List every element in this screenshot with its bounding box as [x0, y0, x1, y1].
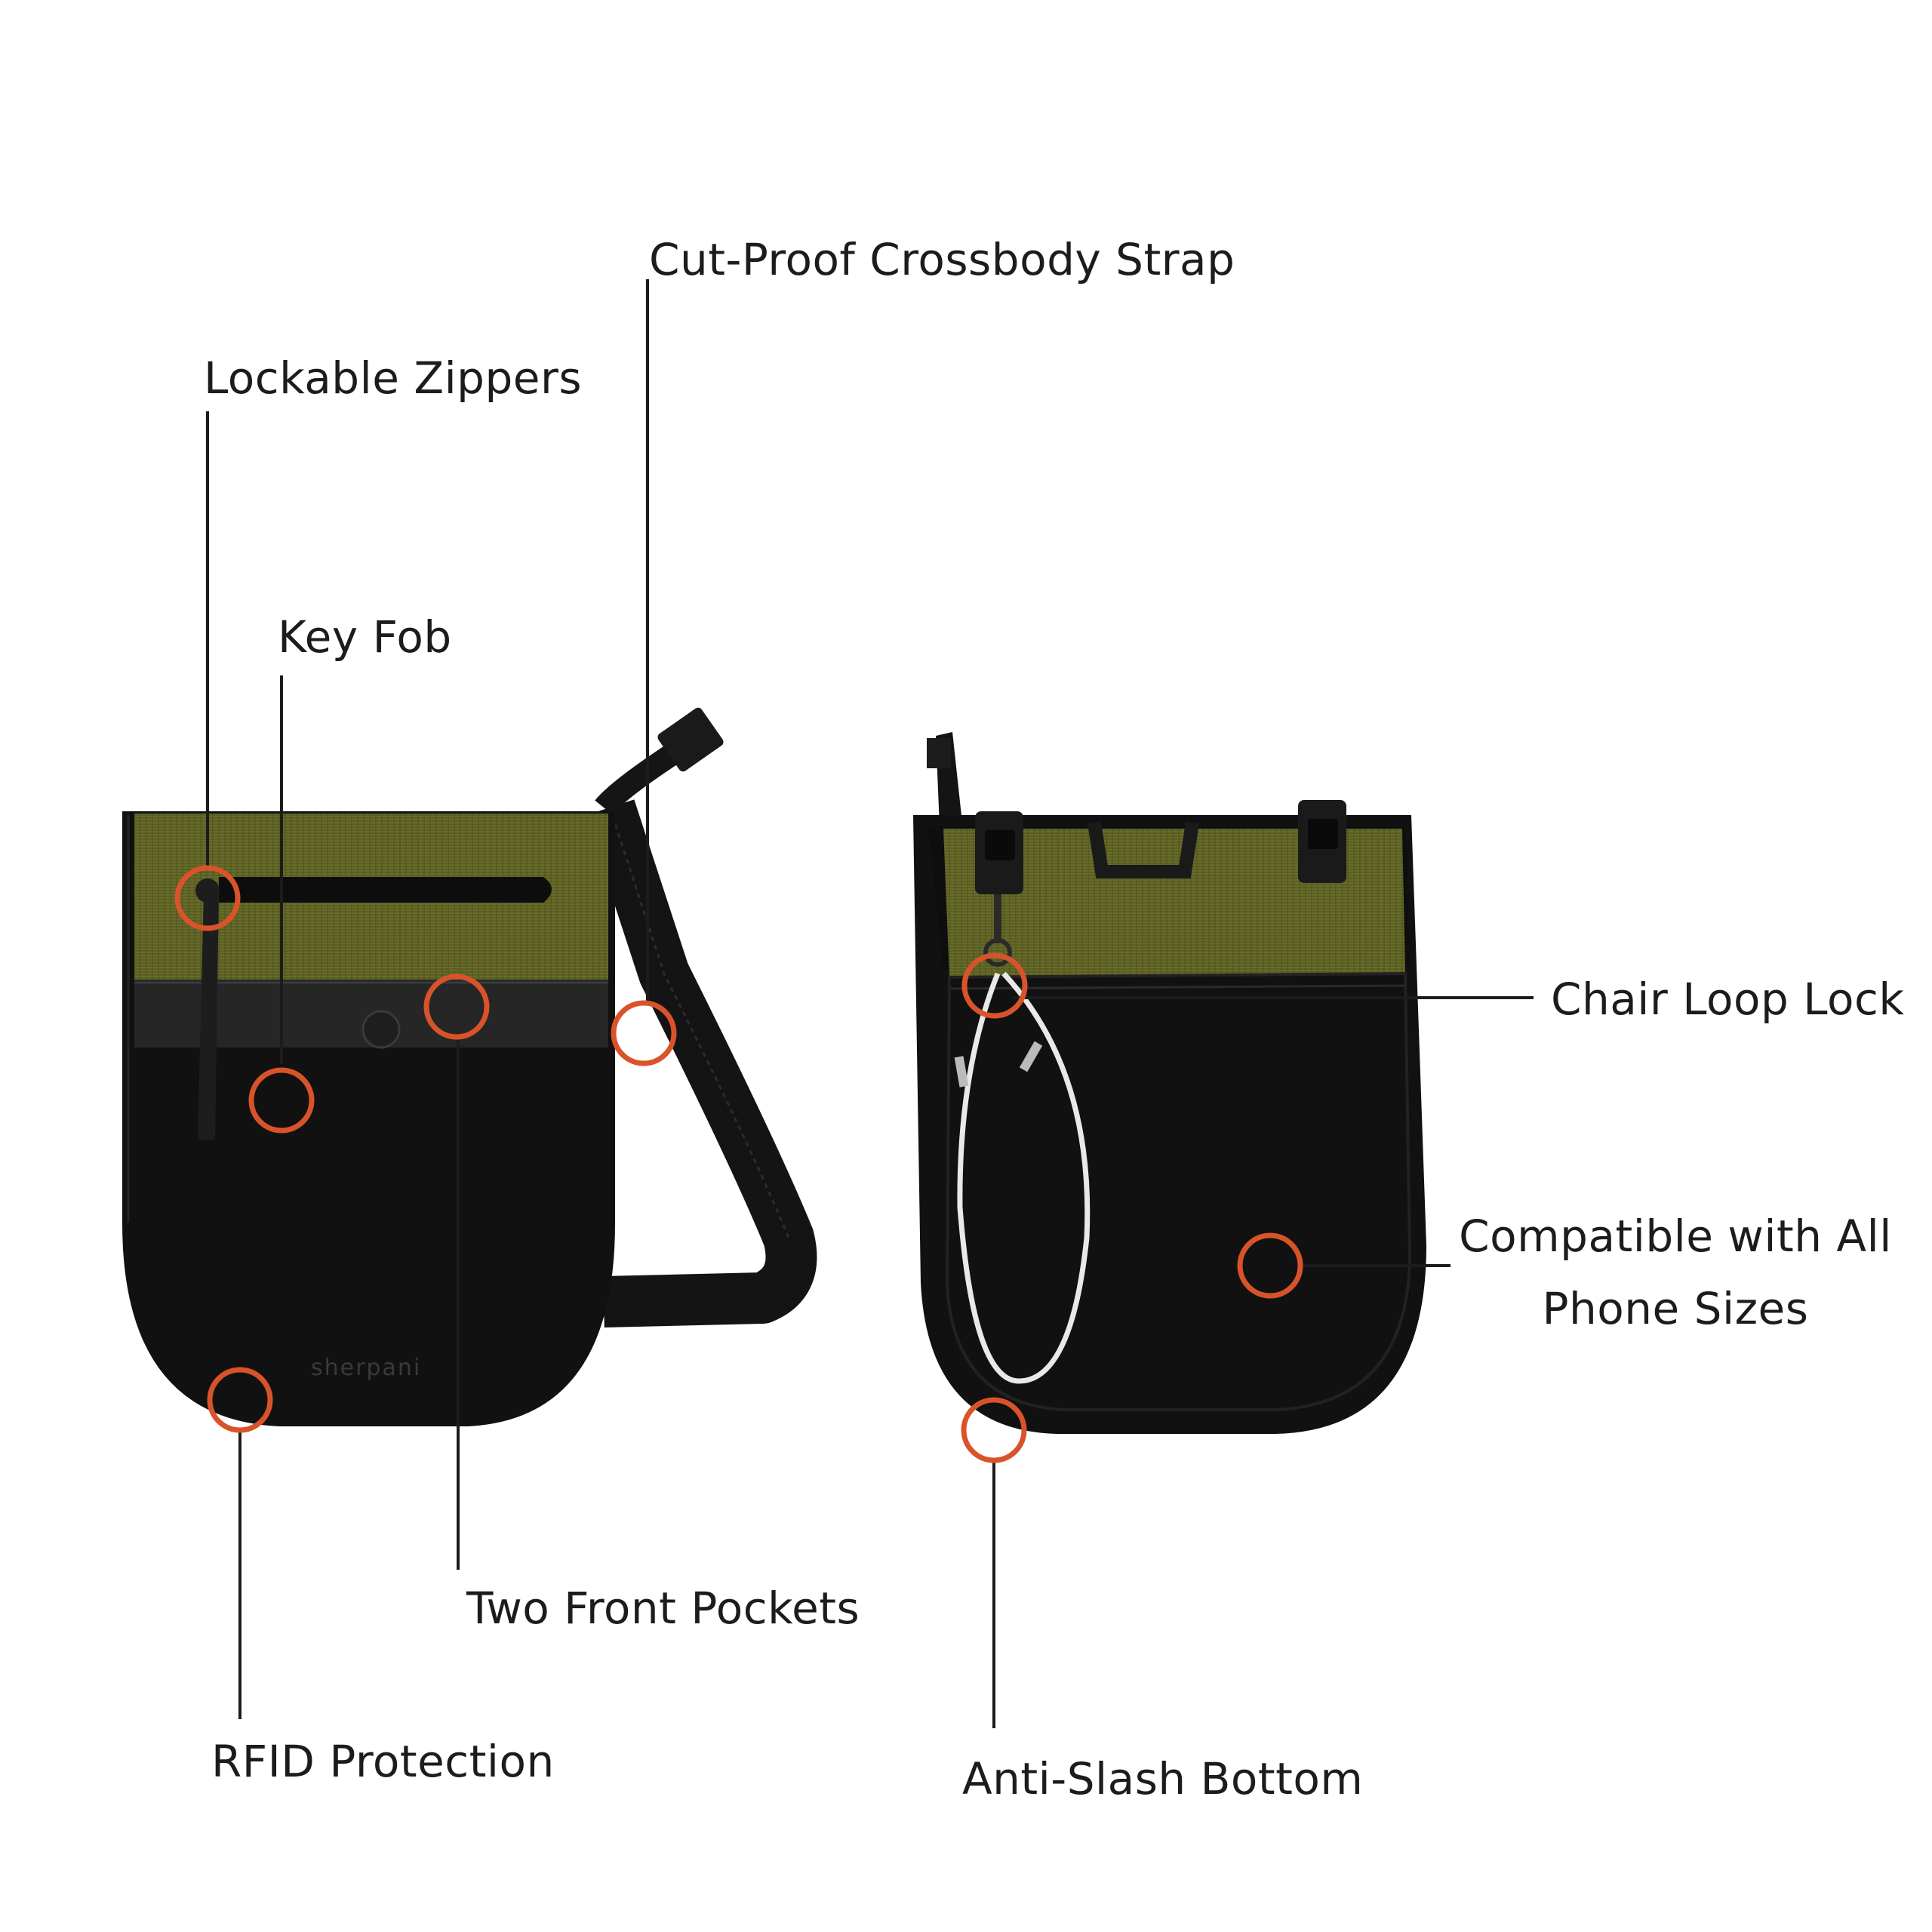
front-bag — [122, 707, 817, 1426]
crossbody-strap — [585, 799, 817, 1327]
leader-lines — [206, 279, 1534, 1728]
brand-logo-text: sherpani — [311, 1355, 422, 1381]
snap-button — [361, 1010, 401, 1049]
chair-loop-cable — [957, 971, 1091, 1384]
marker-chair-loop-lock — [961, 952, 1028, 1019]
label-compatible-phone: Compatible with All Phone Sizes — [1449, 1200, 1902, 1345]
marker-key-fob — [248, 1067, 315, 1134]
marker-lockable-zippers — [174, 865, 241, 931]
label-two-front-pockets: Two Front Pockets — [466, 1583, 860, 1634]
label-compatible-phone-line1: Compatible with All — [1459, 1211, 1892, 1262]
feature-markers — [174, 865, 1303, 1463]
front-zipper — [219, 877, 552, 903]
label-anti-slash-bottom: Anti-Slash Bottom — [962, 1753, 1364, 1804]
label-compatible-phone-line2: Phone Sizes — [1542, 1283, 1809, 1334]
strap-tab — [595, 737, 690, 815]
label-lockable-zippers: Lockable Zippers — [204, 352, 583, 404]
marker-compatible-phone — [1237, 1232, 1303, 1299]
marker-two-front-pockets — [423, 974, 490, 1040]
label-cut-proof-strap: Cut-Proof Crossbody Strap — [649, 234, 1235, 285]
zipper-pull — [198, 891, 219, 1140]
marker-cut-proof-strap — [611, 1000, 677, 1066]
marker-rfid-protection — [207, 1367, 273, 1433]
back-bag-olive-band — [943, 829, 1405, 977]
label-key-fob: Key Fob — [278, 611, 452, 663]
label-chair-loop-lock: Chair Loop Lock — [1551, 974, 1905, 1025]
label-rfid-protection: RFID Protection — [211, 1736, 555, 1787]
marker-anti-slash-bottom — [961, 1397, 1027, 1463]
back-bag — [913, 732, 1426, 1434]
